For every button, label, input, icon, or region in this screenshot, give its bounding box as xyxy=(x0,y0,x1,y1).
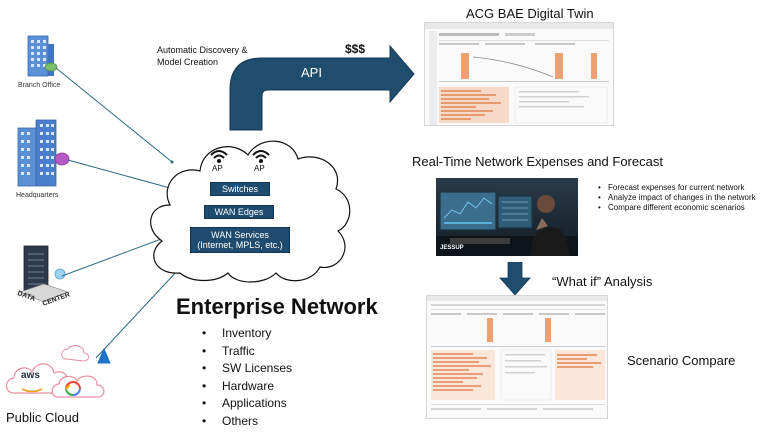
down-arrow-icon xyxy=(499,262,531,296)
network-item: Hardware xyxy=(200,378,292,396)
switches-label: Switches xyxy=(221,184,258,194)
branch-office-label: Branch Office xyxy=(18,82,61,89)
branch-office-building-icon xyxy=(27,35,54,77)
public-cloud-icon xyxy=(5,345,111,398)
wan-services-label-line2: (Internet, MPLS, etc.) xyxy=(197,240,283,250)
switches-box: Switches xyxy=(210,182,270,196)
enterprise-network-list: Inventory Traffic SW Licenses Hardware A… xyxy=(200,325,292,430)
network-item: Inventory xyxy=(200,325,292,343)
ap-label-left: AP xyxy=(212,164,223,173)
headquarters-router-icon xyxy=(54,152,70,166)
forecast-bullet: Analyze impact of changes in the network xyxy=(596,193,766,203)
network-item: Traffic xyxy=(200,343,292,361)
branch-office-router-icon xyxy=(44,62,58,72)
scenario-compare-screenshot-art xyxy=(427,296,607,410)
digital-twin-screenshot xyxy=(424,22,614,126)
digital-twin-title: ACG BAE Digital Twin xyxy=(466,6,594,21)
forecast-bullets: Forecast expenses for current network An… xyxy=(596,183,766,213)
network-item: Others xyxy=(200,413,292,431)
data-center-link xyxy=(61,233,174,277)
api-label: API xyxy=(301,65,322,80)
wifi-ap-icon-right xyxy=(252,150,270,163)
forecast-bullet: Compare different economic scenarios xyxy=(596,203,766,213)
headquarters-label: Headquarters xyxy=(16,192,59,199)
network-item: SW Licenses xyxy=(200,360,292,378)
photo-brand-label: JESSUP xyxy=(440,245,464,251)
aws-label: aws xyxy=(21,370,40,381)
discovery-label-line2: Model Creation xyxy=(157,57,219,67)
wan-services-label-line1: WAN Services xyxy=(211,230,269,240)
data-center-icon xyxy=(19,245,69,303)
digital-twin-screenshot-art xyxy=(425,23,613,125)
wifi-ap-icon-left xyxy=(210,150,228,163)
ap-label-right: AP xyxy=(254,164,265,173)
what-if-title: “What if” Analysis xyxy=(552,274,653,289)
wan-services-box: WAN Services (Internet, MPLS, etc.) xyxy=(190,227,290,253)
public-cloud-link xyxy=(95,268,180,359)
headquarters-link xyxy=(67,159,172,190)
scenario-compare-screenshot xyxy=(426,295,608,419)
wan-edges-box: WAN Edges xyxy=(204,205,274,219)
wan-edges-label: WAN Edges xyxy=(214,207,264,217)
headquarters-building-icon xyxy=(17,119,57,187)
network-item: Applications xyxy=(200,395,292,413)
scenario-compare-title: Scenario Compare xyxy=(627,353,736,368)
branch-office-link xyxy=(55,67,174,164)
forecast-bullet: Forecast expenses for current network xyxy=(596,183,766,193)
discovery-label-line1: Automatic Discovery & xyxy=(157,45,248,55)
analyst-photo: JESSUP xyxy=(436,178,578,256)
enterprise-network-title: Enterprise Network xyxy=(176,294,378,319)
analyst-photo-art xyxy=(436,191,578,256)
public-cloud-label: Public Cloud xyxy=(6,410,79,425)
realtime-title: Real-Time Network Expenses and Forecast xyxy=(412,154,663,169)
cost-label: $$$ xyxy=(345,42,366,56)
